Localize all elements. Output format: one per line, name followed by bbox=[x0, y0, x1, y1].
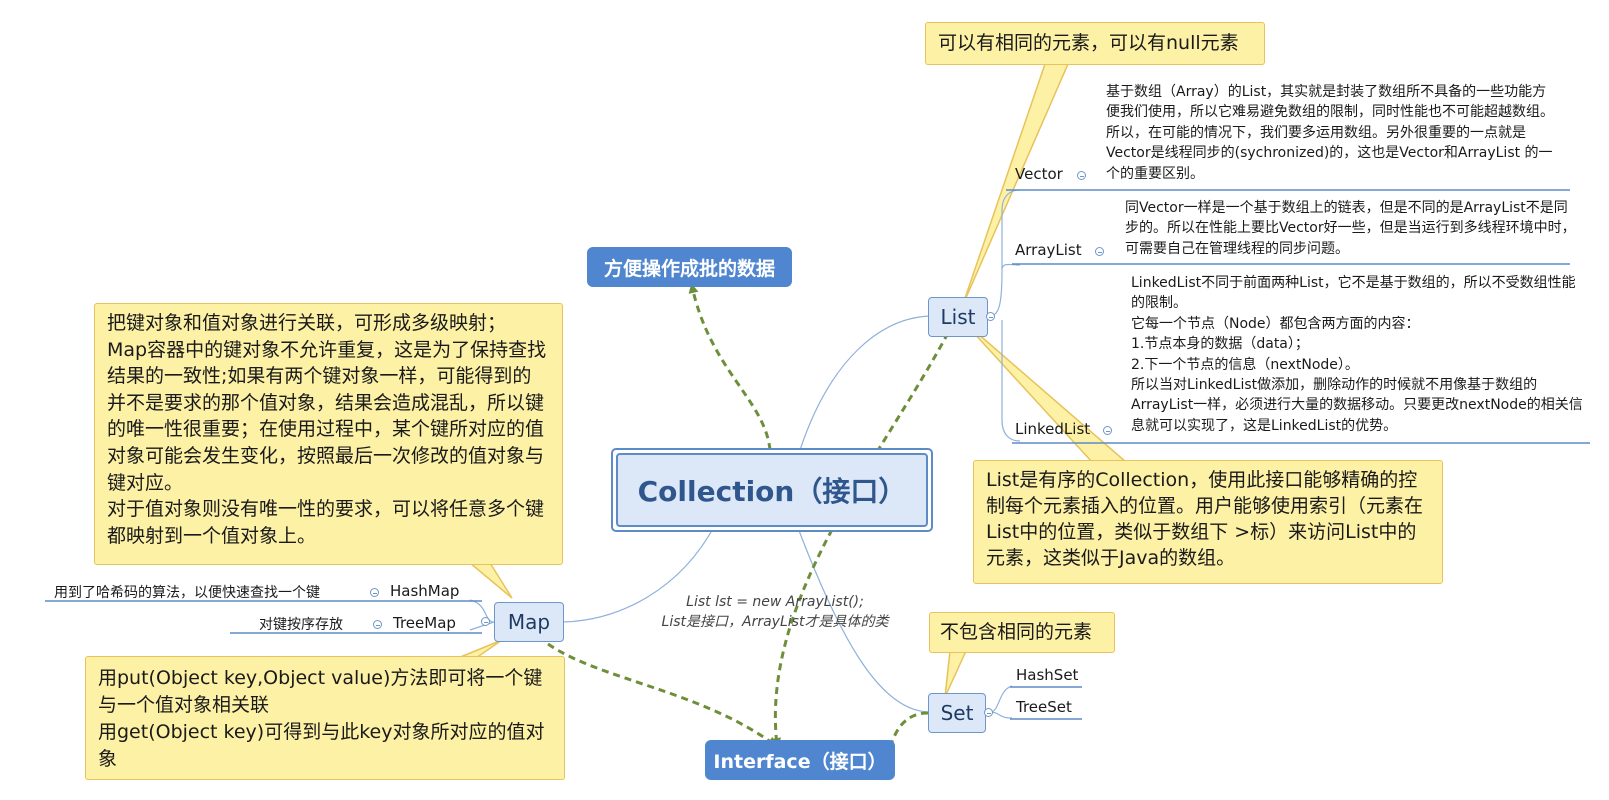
set-note-tail bbox=[944, 650, 968, 698]
treemap-label[interactable]: TreeMap bbox=[393, 614, 456, 632]
hashmap-label[interactable]: HashMap bbox=[390, 582, 460, 600]
arrow-root-to-batch bbox=[688, 283, 772, 451]
edge-set-children bbox=[989, 685, 1013, 719]
map-label: Map bbox=[507, 610, 551, 634]
edge-list-children bbox=[989, 189, 1021, 442]
hashset-label[interactable]: HashSet bbox=[1016, 666, 1079, 684]
relation-note-line2: List是接口，ArrayList才是具体的类 bbox=[661, 614, 889, 630]
map-note-top: 把键对象和值对象进行关联，可形成多级映射； Map容器中的键对象不允许重复，这是… bbox=[94, 303, 563, 565]
vector-desc: 基于数组（Array）的List，其实就是封装了数组所不具备的一些功能方便我们使… bbox=[1106, 84, 1554, 182]
linkedlist-label[interactable]: LinkedList bbox=[1015, 420, 1091, 438]
relation-note-line1: List lst = new ArrayList(); bbox=[686, 594, 864, 610]
batch-data-pill[interactable]: 方便操作成批的数据 bbox=[587, 247, 792, 287]
list-note-top: 可以有相同的元素，可以有null元素 bbox=[925, 22, 1265, 65]
edge-map-children bbox=[469, 599, 495, 631]
relation-note: List lst = new ArrayList(); List是接口，Arra… bbox=[645, 592, 905, 632]
vector-collapse-icon[interactable] bbox=[1077, 171, 1086, 180]
vector-label[interactable]: Vector bbox=[1015, 165, 1063, 183]
map-note-top-tail bbox=[467, 562, 513, 599]
linkedlist-collapse-icon[interactable] bbox=[1103, 426, 1112, 435]
interface-pill[interactable]: Interface（接口） bbox=[705, 740, 895, 780]
set-collapse-icon[interactable] bbox=[984, 708, 993, 717]
list-note-bottom-tail bbox=[961, 319, 1129, 463]
hashmap-desc: 用到了哈希码的算法，以便快速查找一个键 bbox=[54, 585, 320, 601]
edge-root-map bbox=[563, 524, 716, 623]
linkedlist-desc: LinkedList不同于前面两种List，它不是基于数组的，所以不受数组性能的… bbox=[1131, 275, 1583, 434]
edge-root-set bbox=[794, 519, 929, 713]
arrow-list-to-interface bbox=[771, 332, 950, 748]
map-collapse-icon[interactable] bbox=[481, 617, 490, 626]
root-label: Collection（接口） bbox=[616, 453, 928, 527]
edge-root-list bbox=[799, 315, 931, 451]
list-node[interactable]: List bbox=[928, 297, 988, 337]
map-note-bottom: 用put(Object key,Object value)方法即可将一个键与一个… bbox=[85, 656, 565, 780]
set-note: 不包含相同的元素 bbox=[929, 612, 1115, 653]
hashmap-collapse-icon[interactable] bbox=[370, 588, 379, 597]
set-label: Set bbox=[940, 701, 974, 725]
list-note-top-tail bbox=[961, 63, 1070, 308]
arraylist-desc: 同Vector一样是一个基于数组上的链表，但是不同的是ArrayList不是同步… bbox=[1125, 200, 1576, 257]
treemap-desc: 对键按序存放 bbox=[259, 617, 343, 633]
root-node[interactable]: Collection（接口） bbox=[611, 448, 933, 532]
list-note-bottom: List是有序的Collection，使用此接口能够精确的控制每个元素插入的位置… bbox=[973, 460, 1443, 584]
treemap-collapse-icon[interactable] bbox=[373, 620, 382, 629]
set-node[interactable]: Set bbox=[928, 693, 986, 733]
list-collapse-icon[interactable] bbox=[986, 312, 995, 321]
map-node[interactable]: Map bbox=[494, 602, 564, 642]
arraylist-collapse-icon[interactable] bbox=[1095, 247, 1104, 256]
treeset-label[interactable]: TreeSet bbox=[1016, 698, 1072, 716]
arraylist-label[interactable]: ArrayList bbox=[1015, 241, 1082, 259]
list-label: List bbox=[940, 305, 976, 329]
arrow-map-to-interface bbox=[547, 642, 778, 747]
